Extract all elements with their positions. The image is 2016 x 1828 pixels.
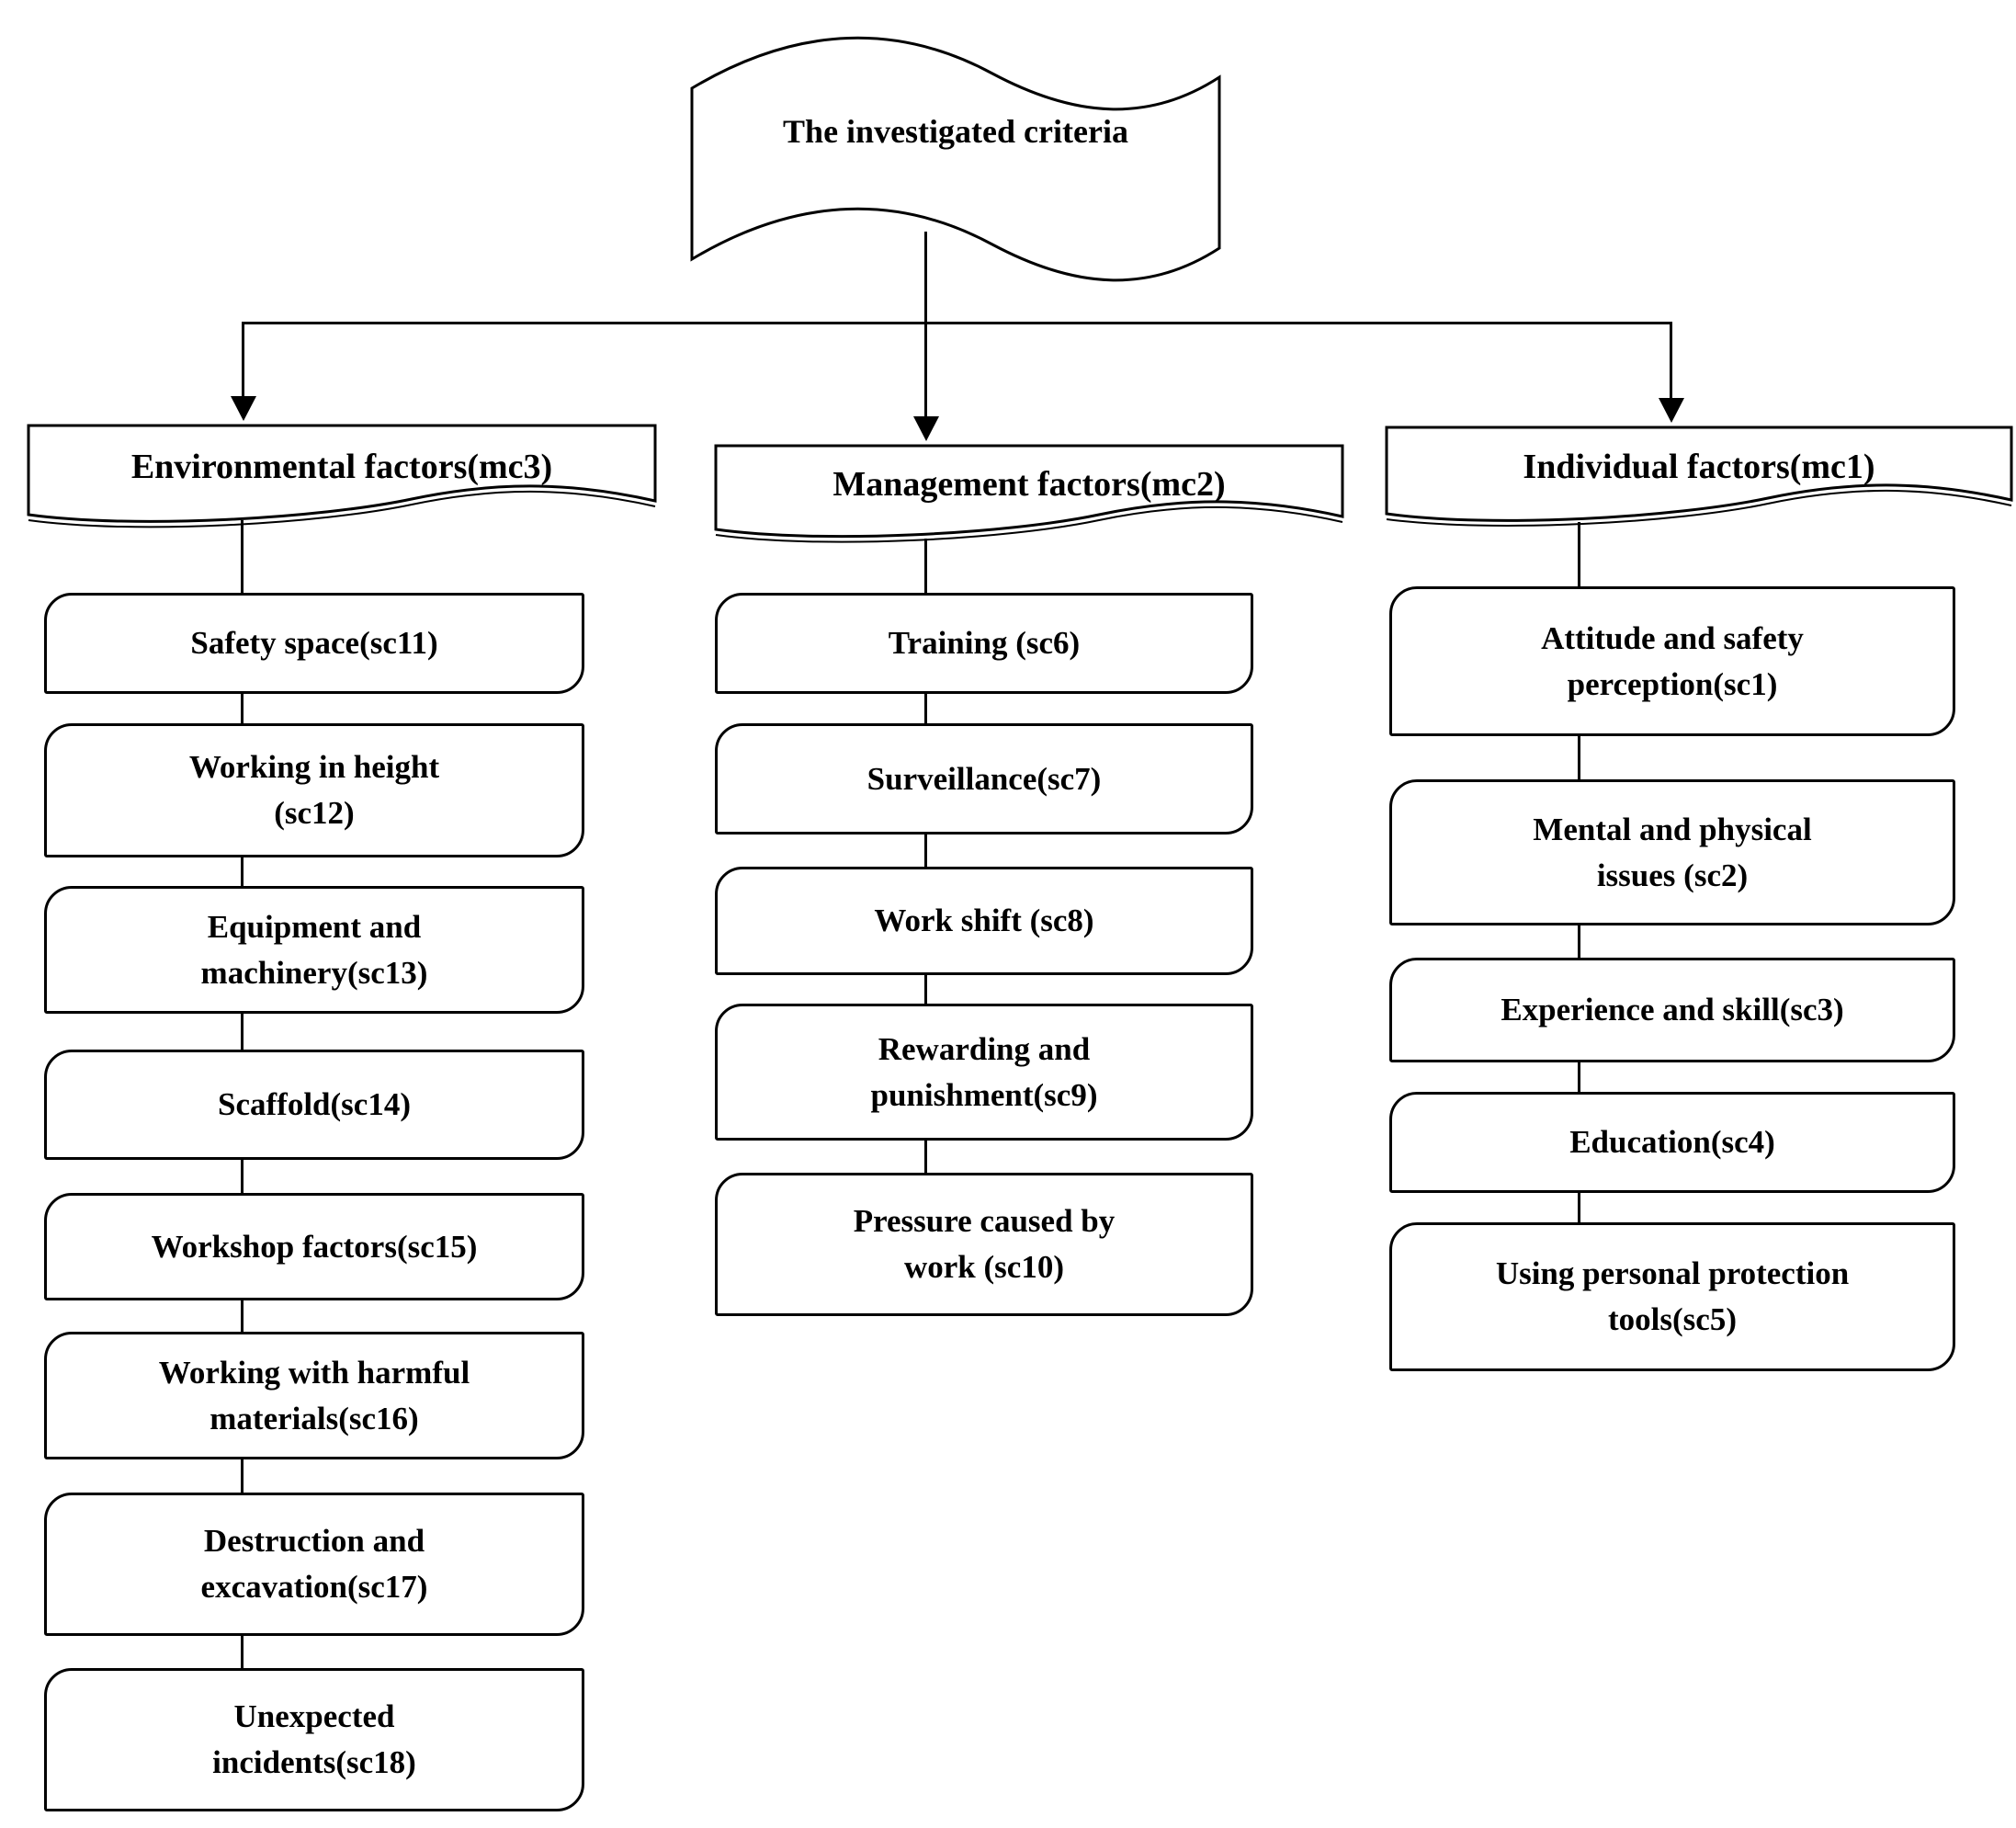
- node-sc16: Working with harmful materials(sc16): [44, 1332, 584, 1459]
- node-label: Pressure caused by work (sc10): [853, 1203, 1116, 1285]
- node-sc6: Training (sc6): [715, 593, 1253, 694]
- arrow-down-icon: [1659, 398, 1684, 423]
- node-sc8: Work shift (sc8): [715, 867, 1253, 975]
- node-sc9: Rewarding and punishment(sc9): [715, 1004, 1253, 1141]
- connector-line: [924, 232, 927, 324]
- connector-line: [1578, 924, 1580, 959]
- connector-line: [1578, 1061, 1580, 1094]
- connector-line: [1578, 734, 1580, 781]
- node-sc15: Workshop factors(sc15): [44, 1193, 584, 1300]
- header-node-mc1: Individual factors(mc1): [1395, 426, 2003, 507]
- connector-line: [924, 539, 927, 595]
- connector-line: [241, 520, 244, 595]
- connector-line: [241, 856, 244, 888]
- header-node-mc2: Management factors(mc2): [724, 445, 1334, 524]
- connector-line: [241, 1012, 244, 1051]
- node-label: Training (sc6): [888, 625, 1081, 662]
- node-sc14: Scaffold(sc14): [44, 1050, 584, 1160]
- header-label: Management factors(mc2): [832, 465, 1226, 504]
- node-label: Education(sc4): [1569, 1124, 1775, 1161]
- node-label: Attitude and safety perception(sc1): [1541, 619, 1804, 702]
- node-sc2: Mental and physical issues (sc2): [1389, 779, 1955, 925]
- node-label: Experience and skill(sc3): [1501, 992, 1844, 1028]
- arrow-down-icon: [231, 396, 256, 421]
- root-label: The investigated criteria: [783, 113, 1128, 150]
- header-label: Individual factors(mc1): [1523, 448, 1875, 486]
- node-label: Working with harmful materials(sc16): [158, 1354, 470, 1436]
- node-label: Equipment and machinery(sc13): [200, 908, 428, 991]
- connector-line: [1578, 1191, 1580, 1224]
- connector-line: [242, 322, 244, 399]
- node-label: Destruction and excavation(sc17): [200, 1523, 428, 1605]
- node-label: Work shift (sc8): [874, 903, 1094, 939]
- node-label: Unexpected incidents(sc18): [212, 1698, 416, 1780]
- connector-line: [924, 833, 927, 869]
- connector-line: [242, 322, 1672, 324]
- root-node: The investigated criteria: [708, 72, 1204, 191]
- node-sc7: Surveillance(sc7): [715, 723, 1253, 835]
- header-node-mc2-shape: [714, 444, 1344, 543]
- node-sc11: Safety space(sc11): [44, 593, 584, 694]
- node-label: Scaffold(sc14): [218, 1086, 411, 1123]
- connector-line: [241, 1158, 244, 1195]
- root-node-shape: [690, 36, 1221, 282]
- node-sc10: Pressure caused by work (sc10): [715, 1173, 1253, 1316]
- node-label: Mental and physical issues (sc2): [1533, 811, 1812, 893]
- node-sc1: Attitude and safety perception(sc1): [1389, 586, 1955, 736]
- node-label: Using personal protection tools(sc5): [1495, 1255, 1850, 1337]
- node-sc17: Destruction and excavation(sc17): [44, 1493, 584, 1636]
- connector-line: [924, 322, 927, 417]
- header-node-mc1-shape: [1385, 426, 2013, 527]
- node-sc3: Experience and skill(sc3): [1389, 958, 1955, 1062]
- header-node-mc3-shape: [27, 424, 657, 528]
- connector-line: [241, 1634, 244, 1670]
- connector-line: [924, 692, 927, 725]
- arrow-down-icon: [913, 416, 939, 441]
- connector-line: [1578, 522, 1580, 588]
- connector-line: [1670, 322, 1672, 401]
- connector-line: [241, 1299, 244, 1334]
- connector-line: [241, 692, 244, 725]
- connector-line: [924, 1139, 927, 1175]
- node-label: Working in height (sc12): [188, 749, 440, 831]
- node-sc12: Working in height (sc12): [44, 723, 584, 857]
- node-label: Surveillance(sc7): [866, 760, 1102, 797]
- connector-line: [924, 973, 927, 1005]
- node-label: Safety space(sc11): [190, 625, 438, 662]
- node-sc5: Using personal protection tools(sc5): [1389, 1222, 1955, 1371]
- node-sc13: Equipment and machinery(sc13): [44, 886, 584, 1014]
- node-sc4: Education(sc4): [1389, 1092, 1955, 1193]
- connector-line: [241, 1458, 244, 1494]
- node-label: Workshop factors(sc15): [151, 1228, 478, 1265]
- node-sc18: Unexpected incidents(sc18): [44, 1668, 584, 1811]
- header-label: Environmental factors(mc3): [130, 448, 553, 486]
- header-node-mc3: Environmental factors(mc3): [37, 425, 647, 509]
- node-label: Rewarding and punishment(sc9): [870, 1030, 1098, 1113]
